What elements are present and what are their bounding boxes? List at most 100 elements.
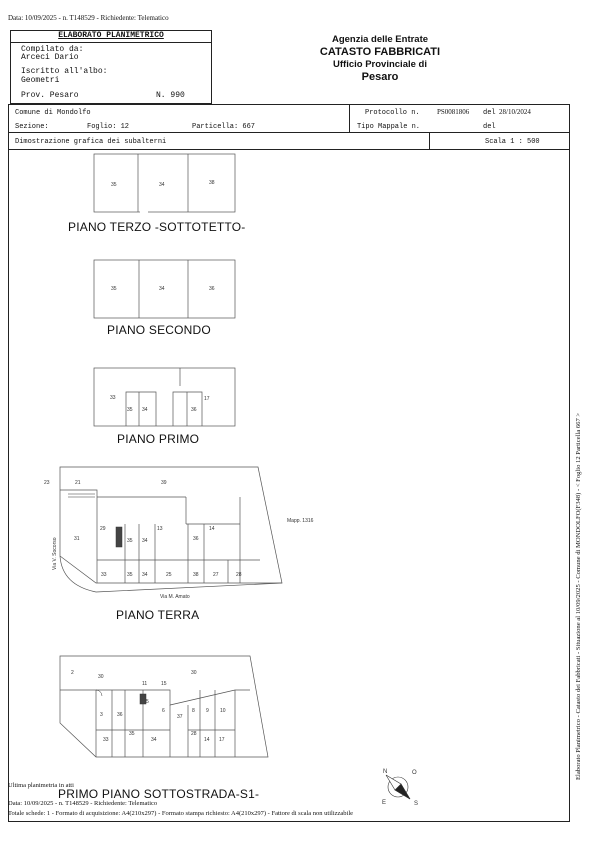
compilato-label: Compilato da:: [21, 45, 84, 54]
top-data-line: Data: 10/09/2025 - n. T148529 - Richiede…: [8, 14, 169, 22]
unit-number: 33: [101, 572, 107, 578]
unit-number: 5: [146, 699, 149, 705]
ground-outline: [59, 466, 283, 584]
unit-number: 6: [162, 708, 165, 714]
iscritto-label: Iscritto all'albo:: [21, 67, 108, 76]
floor1-outline: [93, 367, 236, 427]
unit-number: 34: [142, 538, 148, 544]
floor2-label: PIANO SECONDO: [107, 323, 211, 337]
footer-data-line: Data: 10/09/2025 - n. T148529 - Richiede…: [8, 800, 158, 807]
unit-number: 13: [157, 526, 163, 532]
stair-basement: [139, 693, 147, 705]
ground-label: PIANO TERRA: [116, 608, 200, 622]
agency-line3: Ufficio Provinciale di: [333, 59, 427, 70]
del-value: 28/10/2024: [499, 108, 531, 116]
elaborato-title: ELABORATO PLANIMETRICO: [58, 31, 164, 40]
unit-number: 39: [161, 480, 167, 486]
floor1-label: PIANO PRIMO: [117, 432, 200, 446]
unit-number: 35: [127, 538, 133, 544]
scala: Scala 1 : 500: [485, 138, 540, 146]
unit-number: 36: [193, 536, 199, 542]
tipo-mappale: Tipo Mappale n.: [357, 123, 421, 131]
unit-number: 34: [151, 737, 157, 743]
prov-number: N. 990: [156, 91, 185, 100]
unit-number: 11: [142, 681, 147, 687]
unit-number: 35: [129, 731, 135, 737]
street-amato: Via M. Amato: [160, 594, 190, 600]
prov-label: Prov. Pesaro: [21, 91, 79, 100]
basement-label: PRIMO PIANO SOTTOSTRADA-S1-: [58, 787, 260, 801]
unit-number: 34: [159, 286, 165, 292]
unit-number: 30: [98, 674, 104, 680]
unit-number: 28: [236, 572, 242, 578]
unit-number: 23: [44, 480, 50, 486]
ultima-planimetria: Ultima planimetria in atti: [8, 782, 74, 789]
agency-line2: CATASTO FABBRICATI: [319, 46, 441, 58]
stair-ground: [115, 526, 123, 548]
agency-block: Agenzia delle Entrate CATASTO FABBRICATI…: [290, 34, 470, 83]
unit-number: 2: [71, 670, 74, 676]
unit-number: 9: [206, 708, 209, 714]
floor3-label: PIANO TERZO -SOTTOTETTO-: [68, 220, 246, 234]
unit-number: 29: [100, 526, 106, 532]
unit-number: 10: [220, 708, 226, 714]
unit-number: 36: [117, 712, 123, 718]
unit-number: 34: [159, 182, 165, 188]
svg-text:N: N: [383, 769, 387, 775]
unit-number: 25: [166, 572, 172, 578]
footer-totale: Totale schede: 1 - Formato di acquisizio…: [8, 810, 354, 817]
del-label-2: del: [483, 123, 496, 131]
unit-number: 35: [111, 182, 117, 188]
unit-number: 21: [75, 480, 81, 486]
unit-number: 35: [127, 407, 133, 413]
unit-number: 17: [219, 737, 225, 743]
particella: Particella: 667: [192, 123, 256, 131]
unit-number: 37: [177, 714, 183, 720]
svg-text:E: E: [382, 800, 386, 806]
sezione-label: Sezione:: [15, 123, 49, 131]
unit-number: 38: [193, 572, 199, 578]
unit-number: 3: [100, 712, 103, 718]
unit-number: 15: [161, 681, 167, 687]
floor2-outline: [93, 259, 236, 319]
unit-number: 14: [204, 737, 210, 743]
protocollo-label: Protocollo n.: [365, 109, 420, 117]
unit-number: 14: [209, 526, 215, 532]
unit-number: 34: [142, 407, 148, 413]
unit-number: 35: [111, 286, 117, 292]
unit-number: 17: [204, 396, 210, 402]
street-socorso: Via V. Socorso: [52, 537, 58, 570]
unit-number: 33: [110, 395, 116, 401]
unit-number: 34: [142, 572, 148, 578]
unit-number: 28: [191, 731, 197, 737]
iscritto-value: Geometri: [21, 76, 60, 85]
unit-number: 8: [192, 708, 195, 714]
compass-icon: [385, 774, 411, 800]
foglio: Foglio: 12: [87, 123, 130, 131]
unit-number: 33: [103, 737, 109, 743]
comune: Comune di Mondolfo: [15, 109, 91, 117]
floor3-outline: [93, 153, 236, 213]
unit-number: 30: [191, 670, 197, 676]
unit-number: 35: [127, 572, 133, 578]
plan-sheet: Comune di Mondolfo Sezione: Foglio: 12 P…: [8, 104, 570, 822]
compilato-name: Arceci Dario: [21, 53, 79, 62]
elaborato-box: ELABORATO PLANIMETRICO Compilato da: Arc…: [10, 30, 212, 104]
agency-line1: Agenzia delle Entrate: [331, 34, 429, 45]
agency-line4: Pesaro: [361, 71, 399, 83]
basement-outline: [59, 655, 269, 758]
svg-text:O: O: [412, 770, 417, 776]
unit-number: 36: [209, 286, 215, 292]
protocollo-value: PS0081806: [437, 108, 470, 116]
unit-number: 27: [213, 572, 219, 578]
svg-text:S: S: [414, 801, 418, 807]
mapp-label: Mapp. 1316: [287, 518, 314, 524]
unit-number: 31: [74, 536, 80, 542]
del-label: del: [483, 109, 496, 117]
unit-number: 38: [209, 180, 215, 186]
side-note: Elaborato Planimetrico - Catasto dei Fab…: [575, 412, 582, 780]
unit-number: 36: [191, 407, 197, 413]
dimostrazione: Dimostrazione grafica dei subalterni: [15, 138, 167, 146]
